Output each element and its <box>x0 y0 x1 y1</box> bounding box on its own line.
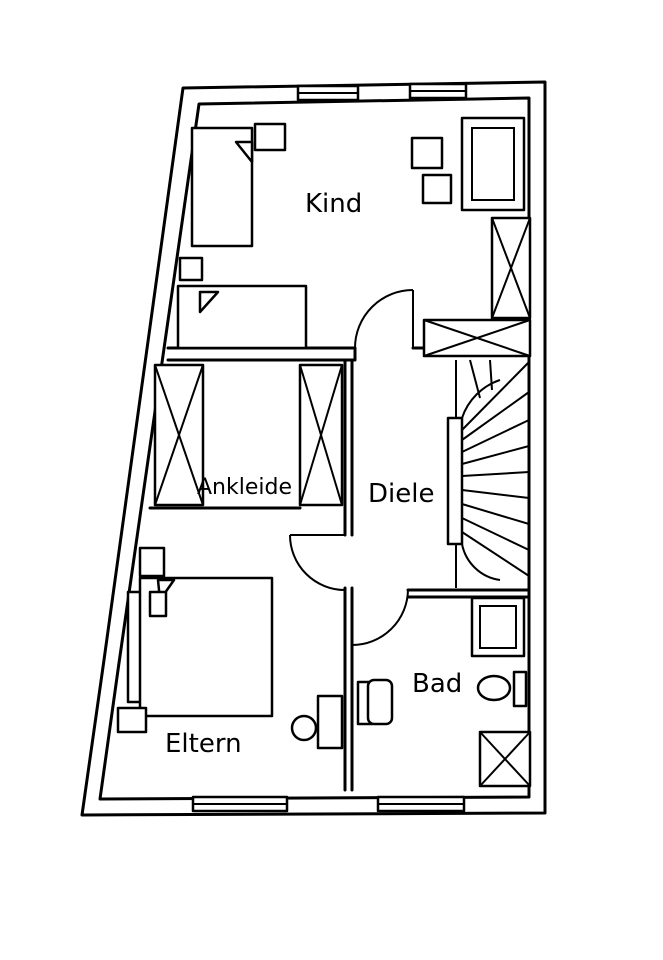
doors <box>289 289 414 646</box>
room-label-ankleide: Ankleide <box>197 475 292 500</box>
outer-walls <box>80 80 547 817</box>
room-label-bad: Bad <box>412 669 462 699</box>
bad-fixtures <box>356 596 532 788</box>
windows <box>191 82 468 813</box>
room-label-kind: Kind <box>305 189 362 219</box>
room-label-eltern: Eltern <box>165 729 242 759</box>
eltern-furniture <box>116 546 344 750</box>
staircase <box>446 359 530 588</box>
room-label-diele: Diele <box>368 479 434 509</box>
ankleide-wardrobes <box>153 363 344 507</box>
kind-furniture <box>176 116 532 358</box>
